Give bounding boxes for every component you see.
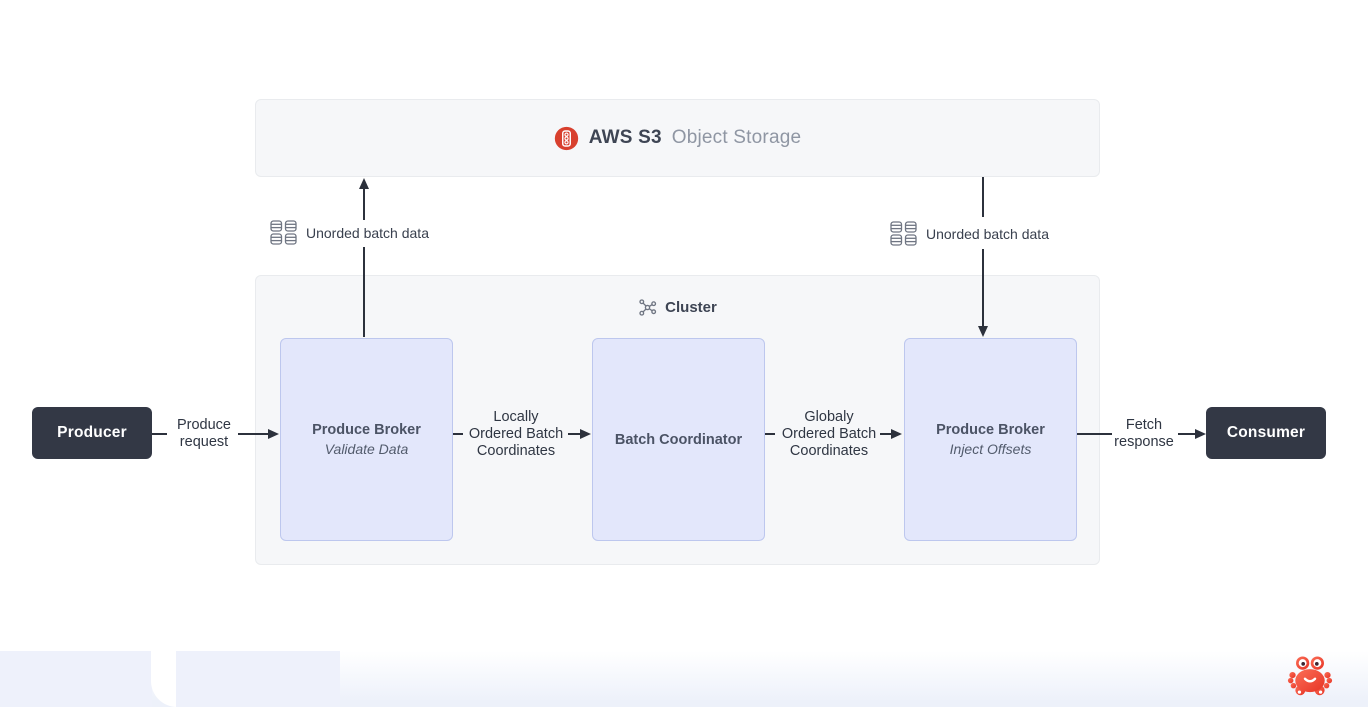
consumer-label: Consumer xyxy=(1226,424,1306,441)
arrow-up-icon xyxy=(358,178,369,189)
aws-s3-panel: AWS S3 Object Storage xyxy=(255,99,1100,177)
arrow-right-icon xyxy=(891,428,902,439)
storage-link-label-left: Unorded batch data xyxy=(268,220,431,245)
s3-bucket-icon xyxy=(554,126,579,151)
node-subtitle: Validate Data xyxy=(324,441,409,457)
node-batch-coordinator: Batch Coordinator xyxy=(592,338,765,541)
storage-link-text: Unorded batch data xyxy=(926,225,1049,242)
storage-link-label-right: Unorded batch data xyxy=(888,221,1051,246)
producer-node: Producer xyxy=(32,407,152,459)
node-title: Batch Coordinator xyxy=(614,431,743,448)
cluster-panel: Cluster Produce Broker Validate Data Bat… xyxy=(255,275,1100,565)
node-produce-broker-inject: Produce Broker Inject Offsets xyxy=(904,338,1077,541)
database-grid-icon xyxy=(270,220,297,245)
node-title: Produce Broker xyxy=(312,422,421,438)
node-title: Produce Broker xyxy=(936,422,1045,438)
crab-icon xyxy=(1287,653,1333,704)
node-subtitle: Inject Offsets xyxy=(949,441,1032,457)
arrow-right-icon xyxy=(1195,428,1206,439)
s3-subtitle: Object Storage xyxy=(671,127,802,148)
arrow-right-icon xyxy=(580,428,591,439)
edge-label: Produce request xyxy=(176,417,232,450)
node-produce-broker-validate: Produce Broker Validate Data xyxy=(280,338,453,541)
cluster-title: Cluster xyxy=(256,298,1099,317)
storage-link-text: Unorded batch data xyxy=(306,224,429,241)
cluster-title-label: Cluster xyxy=(665,299,717,316)
cluster-graph-icon xyxy=(638,298,657,317)
arrow-down-icon xyxy=(977,326,988,337)
edge-label: Locally Ordered Batch Coordinates xyxy=(468,409,564,459)
producer-label: Producer xyxy=(57,424,127,441)
edge-label: Fetch response xyxy=(1114,417,1174,450)
edge-label: Globaly Ordered Batch Coordinates xyxy=(781,409,877,459)
s3-title: AWS S3 xyxy=(588,127,662,148)
consumer-node: Consumer xyxy=(1206,407,1326,459)
arrow-right-icon xyxy=(268,428,279,439)
footer-decoration-block xyxy=(176,651,340,707)
database-grid-icon xyxy=(890,221,917,246)
footer-decoration-block xyxy=(0,651,152,707)
